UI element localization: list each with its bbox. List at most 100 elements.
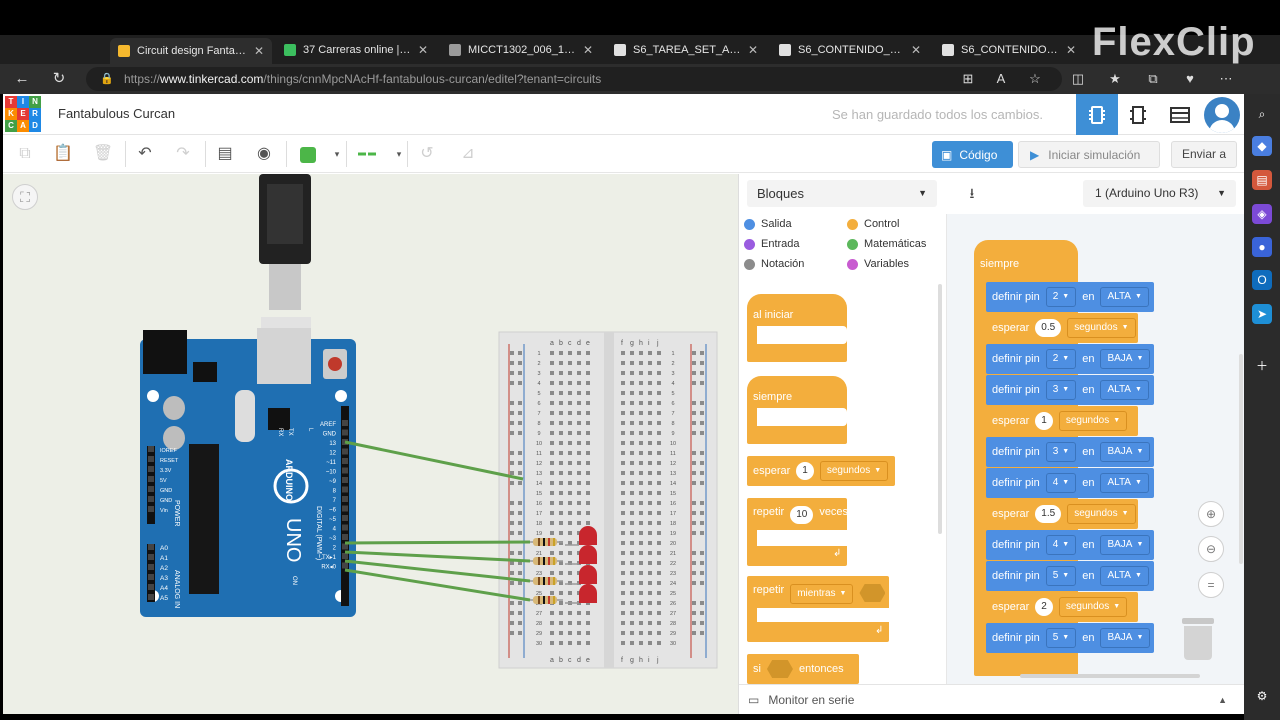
reset-zoom-icon[interactable]: = xyxy=(1198,572,1224,598)
condition-slot[interactable] xyxy=(766,660,793,678)
send-to-button[interactable]: Enviar a xyxy=(1171,141,1237,168)
read-aloud-icon[interactable]: A xyxy=(996,71,1006,86)
wait-unit-dropdown[interactable]: segundos▼ xyxy=(1067,318,1136,338)
favorites-icon[interactable]: ★ xyxy=(1109,71,1121,86)
power-header-pin[interactable] xyxy=(148,446,154,452)
pin-dropdown[interactable]: 5▼ xyxy=(1045,628,1077,648)
tab-close-icon[interactable]: ✕ xyxy=(910,43,921,57)
analog-header-pin[interactable] xyxy=(148,594,154,600)
state-dropdown[interactable]: BAJA▼ xyxy=(1100,349,1151,369)
palette-scrollbar[interactable] xyxy=(938,284,942,534)
power-header-pin[interactable] xyxy=(148,476,154,482)
trash-can-icon[interactable] xyxy=(1182,618,1214,660)
delete-icon[interactable]: 🗑 xyxy=(92,145,114,162)
telegram-icon[interactable]: ➤ xyxy=(1252,304,1272,324)
start-simulation-button[interactable]: ▶ Iniciar simulación xyxy=(1018,141,1160,168)
state-dropdown[interactable]: ALTA▼ xyxy=(1100,473,1149,493)
block-category[interactable]: Salida xyxy=(744,218,792,230)
block-category[interactable]: Variables xyxy=(847,258,909,270)
browser-tab[interactable]: MICCT1302_006_1_2024✕ xyxy=(441,38,601,62)
browser-tab[interactable]: S6_CONTENIDO_MICCT✕ xyxy=(771,38,929,62)
project-name[interactable]: Fantabulous Curcan xyxy=(58,106,176,121)
pin-dropdown[interactable]: 2▼ xyxy=(1045,349,1077,369)
palette-block-wait[interactable]: esperar 1 segundos▼ xyxy=(747,456,895,486)
wait-unit-dropdown[interactable]: segundos▼ xyxy=(1058,597,1128,617)
leds[interactable] xyxy=(565,526,597,604)
editor-mode-select[interactable]: Bloques ▼ xyxy=(747,180,937,207)
tab-close-icon[interactable]: ✕ xyxy=(582,43,593,57)
browser-tab[interactable]: Circuit design Fantabulous✕ xyxy=(110,38,272,64)
resistors[interactable] xyxy=(525,538,563,604)
zoom-in-icon[interactable]: ⊕ xyxy=(1198,501,1224,527)
wait-unit-dropdown[interactable]: segundos▼ xyxy=(1067,504,1136,524)
block-category[interactable]: Entrada xyxy=(744,238,800,250)
pin-dropdown[interactable]: 2▼ xyxy=(1045,287,1077,307)
color-swatch[interactable] xyxy=(300,147,316,163)
pin-dropdown[interactable]: 3▼ xyxy=(1045,380,1077,400)
while-mode-dropdown[interactable]: mientras▼ xyxy=(790,584,854,604)
back-icon[interactable]: ← xyxy=(14,70,30,87)
power-header-pin[interactable] xyxy=(148,466,154,472)
state-dropdown[interactable]: ALTA▼ xyxy=(1100,287,1149,307)
header-pin[interactable] xyxy=(342,543,348,550)
reload-icon[interactable]: ↻ xyxy=(52,70,66,87)
notes-visibility-icon[interactable]: ◉ xyxy=(257,145,271,162)
browser-tab[interactable]: 37 Carreras online | Adm✕ xyxy=(276,38,436,62)
analog-header-pin[interactable] xyxy=(148,544,154,550)
red-led[interactable] xyxy=(579,565,597,584)
analog-header-pin[interactable] xyxy=(148,564,154,570)
wire-dropdown-chevron-icon[interactable]: ▾ xyxy=(396,149,402,159)
wait-value[interactable]: 2 xyxy=(1035,598,1053,616)
pin-dropdown[interactable]: 4▼ xyxy=(1045,473,1077,493)
pin-dropdown[interactable]: 5▼ xyxy=(1045,566,1077,586)
wait-value[interactable]: 0.5 xyxy=(1035,319,1062,337)
search-icon[interactable]: ⌕ xyxy=(1258,107,1266,121)
browser-tab[interactable]: S6_CONTENIDO_MICCT✕ xyxy=(934,38,1084,62)
header-pin[interactable] xyxy=(342,496,348,502)
block-category[interactable]: Matemáticas xyxy=(847,238,926,250)
tab-close-icon[interactable]: ✕ xyxy=(417,43,428,57)
circuit-view-icon[interactable] xyxy=(1076,94,1118,135)
tab-close-icon[interactable]: ✕ xyxy=(747,43,758,57)
state-dropdown[interactable]: BAJA▼ xyxy=(1100,442,1151,462)
flip-icon[interactable]: ⊿ xyxy=(461,145,475,162)
serial-monitor-bar[interactable]: ▭ Monitor en serie ▲ xyxy=(739,684,1244,714)
favorite-star-icon[interactable]: ☆ xyxy=(1029,71,1041,86)
settings-gear-icon[interactable]: ⚙ xyxy=(1256,689,1268,703)
pin-dropdown[interactable]: 3▼ xyxy=(1045,442,1077,462)
browser-tab[interactable]: S6_TAREA_SET_A_MICCT✕ xyxy=(606,38,766,62)
app-available-icon[interactable]: ⊞ xyxy=(962,71,974,86)
workspace-vscrollbar[interactable] xyxy=(1239,354,1243,564)
repeat-count[interactable]: 10 xyxy=(790,506,814,524)
circuit-workplane[interactable]: ⛶ xyxy=(3,174,738,714)
header-pin[interactable] xyxy=(342,458,348,464)
header-pin[interactable] xyxy=(342,448,348,455)
wait-unit-dropdown[interactable]: segundos▼ xyxy=(819,461,889,481)
zoom-out-icon[interactable]: ⊖ xyxy=(1198,536,1224,562)
header-pin[interactable] xyxy=(342,467,348,474)
header-pin[interactable] xyxy=(342,524,348,531)
schematic-view-icon[interactable] xyxy=(1117,94,1159,135)
analog-header-pin[interactable] xyxy=(148,554,154,560)
block-category[interactable]: Notación xyxy=(744,258,804,270)
wait-value[interactable]: 1 xyxy=(1035,412,1053,430)
undo-icon[interactable]: ↶ xyxy=(138,145,152,162)
wire-type-icon[interactable] xyxy=(355,142,379,166)
header-pin[interactable] xyxy=(342,553,348,559)
shopping-icon[interactable]: ▤ xyxy=(1252,170,1272,190)
pin-dropdown[interactable]: 4▼ xyxy=(1045,535,1077,555)
power-header-pin[interactable] xyxy=(148,496,154,502)
rotate-icon[interactable]: ↺ xyxy=(420,145,434,162)
copilot-icon[interactable]: ◆ xyxy=(1252,136,1272,156)
component-list-icon[interactable] xyxy=(1159,94,1201,135)
